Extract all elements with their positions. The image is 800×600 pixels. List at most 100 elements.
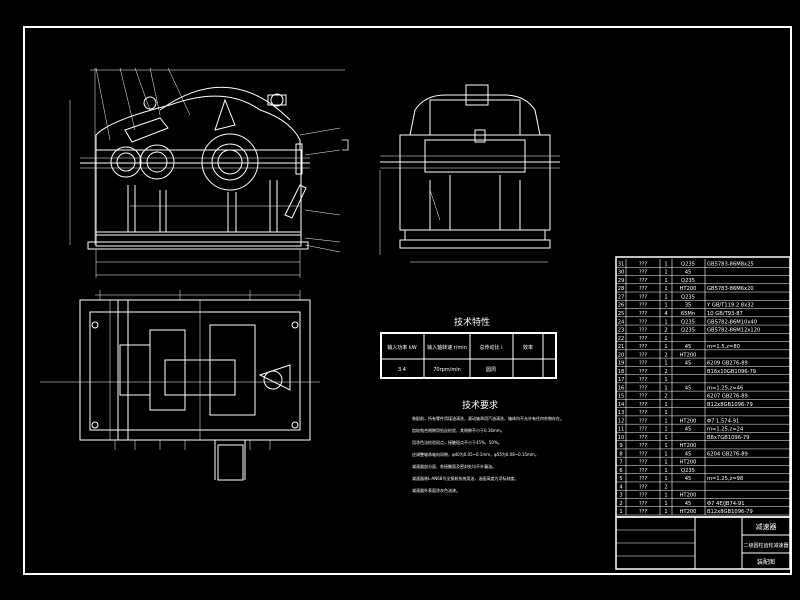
bom-cell: 1 [619,509,622,515]
bom-cell: 65Mn [681,311,695,317]
bom-cell: 45 [685,344,692,350]
bom-cell: GB5783-86M6x20 [707,286,754,292]
bom-cell: 10 GB/T93-87 [707,311,743,317]
spec-value-speed: 70rpm/min [433,367,461,373]
bom-cell: 27 [618,294,625,300]
bom-cell: ??? [639,328,648,334]
bom-cell: 7 [619,460,622,466]
bom-cell: ??? [639,361,648,367]
bom-cell: 1 [664,402,667,408]
bom-cell: ??? [639,369,648,375]
bom-cell: 1 [664,286,667,292]
bom-cell: 1 [664,427,667,433]
bom-cell: 19 [618,361,625,367]
bom-cell: 1 [664,294,667,300]
bom-cell: GB5783-86M8x25 [707,261,754,267]
bom-cell: 20 [618,352,625,358]
bom-cell: 1 [664,451,667,457]
tech-req-line: 减速器装L-AN68号全损耗系统用油，油面高度为浮标刻度。 [412,475,518,481]
top-view [40,290,320,481]
bom-cell: 2 [664,484,667,490]
bom-cell: 6204 GB276-89 [707,451,748,457]
bom-cell: 9 [619,443,622,449]
bom-cell: ??? [639,460,648,466]
bom-cell: ??? [639,311,648,317]
spec-header-power: 输入功率 kW [387,344,416,351]
title-block: 减速器 二级圆柱齿轮减速器 装配图 [615,516,791,570]
bom-cell: m=1.25,z=46 [707,385,743,391]
bom-cell: ??? [639,484,648,490]
spec-table: 技术特性 输入功率 kW 输入轴转速 r/min 总传动比 i 效率 3.4 7… [380,316,557,379]
bom-cell: ??? [639,270,648,276]
bom-cell: ??? [639,410,648,416]
bom-cell: 2 [664,394,667,400]
bom-cell: ??? [639,493,648,499]
bom-cell: 16 [618,385,625,391]
title-block-sheet: 装配图 [757,558,775,566]
outer-frame [23,26,792,575]
bom-cell: ??? [639,286,648,292]
bom-cell: 6 [619,468,622,474]
bom-cell: 13 [618,410,625,416]
tech-req-line: 减速器外表面涂灰色油漆。 [412,487,460,493]
bom-cell: 6209 GB276-89 [707,361,748,367]
front-view [69,67,349,278]
bom-cell: 45 [685,451,692,457]
tech-req-line: 减速器剖分面、各接触面及密封处均不许漏油。 [412,463,496,469]
title-block-subtitle: 二级圆柱齿轮减速器 [743,542,788,549]
bom-cell: 45 [685,427,692,433]
bom-cell: 1 [664,303,667,309]
bom-cell: ??? [639,303,648,309]
bom-cell: HT200 [680,352,697,358]
bom-cell: 26 [618,303,625,309]
bom-cell: 45 [685,385,692,391]
bom-cell: 1 [664,270,667,276]
bom-cell: ??? [639,336,648,342]
bom-cell: ??? [639,443,648,449]
bom-cell: 1 [664,344,667,350]
bom-cell: Φ7 1.574-91 [707,418,739,424]
bom-cell: ??? [639,294,648,300]
bom-cell: 45 [685,501,692,507]
bom-cell: ??? [639,418,648,424]
bom-cell: HT200 [680,460,697,466]
bom-cell: 2 [664,369,667,375]
bom-cell: 1 [664,385,667,391]
bom-cell: 1 [664,418,667,424]
bom-cell: Q235 [681,278,695,284]
bom-cell: 1 [664,476,667,482]
bom-cell: 1 [664,468,667,474]
bom-cell: 22 [618,336,625,342]
bom-cell: 1 [664,336,667,342]
bom-cell: 4 [664,311,668,317]
bom-cell: B12x8GB1096-79 [707,402,753,408]
bom-cell: 2 [619,501,622,507]
bom-cell: m=1.25,z=98 [707,476,743,482]
bom-cell: ??? [639,352,648,358]
bom-cell: HT200 [680,493,697,499]
bom-cell: ??? [639,278,648,284]
bom-cell: 1 [664,435,667,441]
bom-cell: ??? [639,509,648,515]
bom-cell: HT200 [680,443,697,449]
bom-cell: Q235 [681,328,695,334]
bom-cell: 1 [664,509,667,515]
bom-cell: 1 [664,377,667,383]
bom-cell: B8x7GB1096-79 [707,435,749,441]
bom-cell: ??? [639,427,648,433]
bom-cell: 6207 GB276-89 [707,394,748,400]
bom-cell: 1 [664,443,667,449]
tech-req-line: 用涂色法检验斑点，接触斑点不小于45%、50%。 [412,439,502,445]
bom-cell: Q235 [681,319,695,325]
bom-cell: 30 [618,270,625,276]
spec-header-efficiency: 效率 [523,344,533,351]
technical-requirements: 技术要求 装配前，所有零件用煤油清洗，滚动轴承用汽油清洗，箱体内不允许有任何杂物… [412,399,564,493]
bom-cell: 17 [618,377,625,383]
bom-cell: 25 [618,311,625,317]
bom-cell: m=1.5,z=80 [707,344,740,350]
spec-header-speed: 输入轴转速 r/min [427,344,467,351]
bom-cell: 1 [664,361,667,367]
